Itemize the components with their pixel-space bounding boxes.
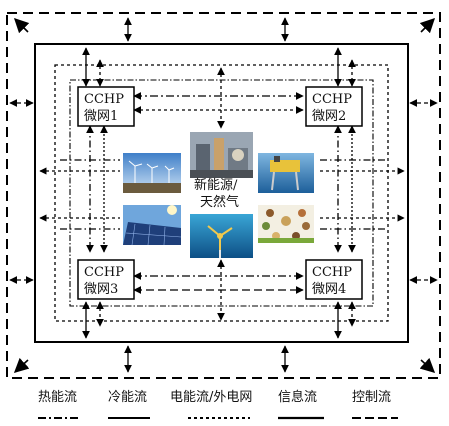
legend-label-info: 信息流 [278, 389, 317, 405]
biomass-photo [258, 205, 314, 243]
outer-dashed-frame [6, 12, 441, 379]
node-ccchp-1: CCHP 微网1 [77, 86, 135, 127]
corner-arrows [13, 17, 436, 373]
node-4-line1: CCHP [312, 265, 352, 280]
offshore-platform-photo [258, 153, 314, 193]
wind-turbines-photo [123, 153, 181, 193]
node-ccchp-3: CCHP 微网3 [77, 259, 135, 300]
legend-label-cold: 冷能流 [108, 390, 147, 405]
node-vertical-arrows [82, 47, 356, 339]
tidal-turbine-photo [190, 214, 253, 258]
vertical-node-links [86, 125, 356, 253]
inner-solid-frame [34, 43, 409, 343]
top-link-arrows [124, 17, 289, 373]
legend-label-power: 电能流/外电网 [170, 390, 252, 405]
dotted-ring [54, 64, 389, 322]
node-1-line1: CCHP [84, 92, 124, 107]
center-label-line2: 天然气 [200, 194, 239, 210]
center-label-line1: 新能源/ [194, 177, 238, 193]
node-3-line1: CCHP [84, 265, 124, 280]
node-3-line2: 微网3 [84, 282, 118, 297]
node-2-line1: CCHP [312, 92, 352, 107]
node-ccchp-4: CCHP 微网4 [305, 259, 363, 300]
node-2-line2: 微网2 [312, 109, 346, 124]
solar-panel-photo [123, 205, 182, 246]
gas-plant-photo [190, 132, 253, 178]
node-4-line2: 微网4 [312, 282, 346, 297]
node-ccchp-2: CCHP 微网2 [305, 86, 363, 127]
node-1-line2: 微网1 [84, 109, 118, 124]
legend: 热能流 冷能流 电能流/外电网 信息流 控制流 [38, 389, 398, 420]
side-link-arrows [9, 99, 438, 284]
mid-ring-arrows [39, 159, 405, 230]
legend-label-control: 控制流 [352, 390, 391, 405]
legend-label-heat: 热能流 [38, 390, 77, 405]
